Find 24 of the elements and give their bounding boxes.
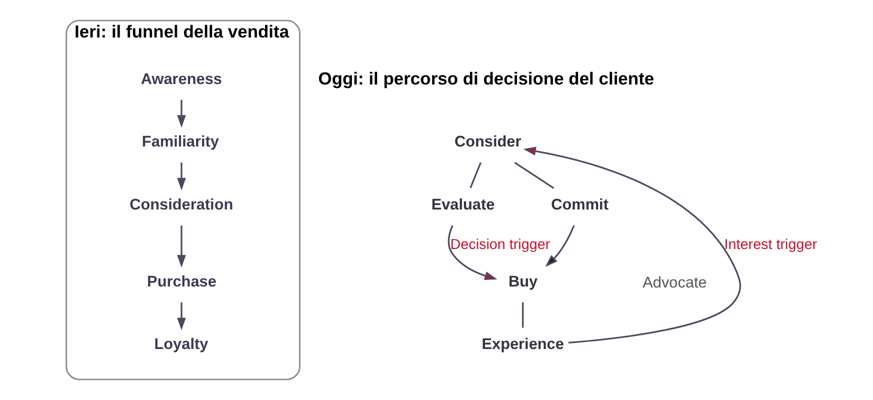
connector <box>514 162 554 189</box>
node-text: Experience <box>481 336 564 354</box>
arrow <box>176 100 186 128</box>
label: Advocate <box>642 274 706 292</box>
arrow <box>447 225 497 280</box>
edge-label: Interest trigger <box>724 237 816 254</box>
arrow <box>176 162 186 190</box>
node-text: Familiarity <box>141 134 218 151</box>
node-text: Loyalty <box>154 336 208 354</box>
arrow <box>544 225 574 267</box>
arrow <box>176 226 186 268</box>
connector <box>469 162 482 188</box>
node-text: Buy <box>508 273 538 290</box>
label: Oggi: il percorso di decisione del cliente <box>318 68 654 88</box>
arrow <box>522 146 741 344</box>
node-text: Commit <box>550 196 608 214</box>
edge-label: Decision trigger <box>450 237 550 254</box>
arrow <box>176 302 186 330</box>
node-text: Purchase <box>146 273 216 290</box>
node-text: Awareness <box>140 70 222 88</box>
connector <box>522 302 524 328</box>
node-text: Consider <box>454 134 521 151</box>
node-text: Evaluate <box>430 196 494 214</box>
node-text: Consideration <box>129 196 233 214</box>
